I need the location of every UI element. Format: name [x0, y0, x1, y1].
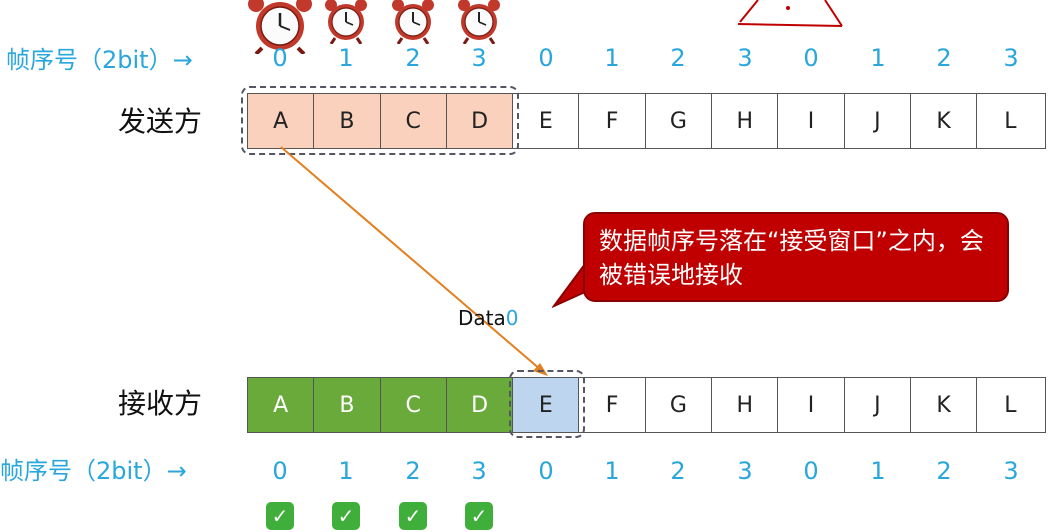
alarm-clock-icon [248, 0, 312, 54]
seq-number: 1 [338, 44, 354, 72]
seq-number: 2 [405, 44, 421, 72]
receiver-frame: G [645, 378, 713, 432]
seq-number: 3 [1003, 457, 1019, 485]
seq-number: 0 [272, 457, 288, 485]
seq-number: 3 [471, 457, 487, 485]
seq-number: 0 [803, 44, 819, 72]
seq-number: 3 [1003, 44, 1019, 72]
seq-number: 1 [870, 44, 886, 72]
alarm-clock-icon [325, 0, 367, 44]
receiver-frame: F [579, 378, 646, 432]
sender-frame: D [446, 94, 514, 148]
check-icon: ✓ [332, 502, 360, 530]
seq-number: 2 [936, 44, 952, 72]
seq-number: 3 [471, 44, 487, 72]
data-label-text: Data [458, 306, 506, 330]
sender-frame: F [579, 94, 646, 148]
sender-label: 发送方 [118, 105, 203, 138]
receiver-frame: L [977, 378, 1044, 432]
receiver-frame: D [446, 378, 514, 432]
callout-box: 数据帧序号落在“接受窗口”之内，会被错误地接收 [583, 212, 1009, 302]
data-seq-number: 0 [505, 306, 519, 330]
sender-frame: L [977, 94, 1044, 148]
partial-sketch-decoration [737, 0, 843, 27]
seq-label-top: 帧序号（2bit）→ [6, 46, 193, 74]
sender-frame: I [778, 94, 845, 148]
sender-frame: H [712, 94, 779, 148]
seq-number: 2 [405, 457, 421, 485]
seq-number: 0 [272, 44, 288, 72]
check-icon: ✓ [465, 502, 493, 530]
sender-frame: A [248, 94, 315, 148]
receiver-label: 接收方 [118, 387, 203, 420]
check-icon: ✓ [399, 502, 427, 530]
seq-number: 1 [338, 457, 354, 485]
sender-frame: J [844, 94, 911, 148]
seq-number: 0 [803, 457, 819, 485]
sender-frame-row: A B C D E F G H I J K L [247, 93, 1046, 149]
receiver-frame: B [314, 378, 381, 432]
seq-number: 1 [604, 457, 620, 485]
sender-frame: C [380, 94, 447, 148]
seq-number: 2 [670, 457, 686, 485]
receiver-frame: H [712, 378, 779, 432]
receiver-frame: A [248, 378, 315, 432]
data-frame-label: Data0 [458, 306, 519, 330]
check-icon: ✓ [266, 502, 294, 530]
receiver-window [509, 370, 585, 438]
seq-number: 3 [737, 44, 753, 72]
alarm-clock-icon [392, 0, 434, 44]
seq-number: 3 [737, 457, 753, 485]
sender-frame: G [645, 94, 713, 148]
receiver-frame: K [910, 378, 978, 432]
seq-label-bottom: 帧序号（2bit）→ [0, 457, 187, 485]
alarm-clock-icon [458, 0, 500, 44]
receiver-frame: J [844, 378, 911, 432]
sender-frame: B [314, 94, 381, 148]
seq-number: 1 [870, 457, 886, 485]
receiver-frame: I [778, 378, 845, 432]
receiver-frame-row: A B C D E F G H I J K L [247, 377, 1046, 433]
receiver-frame: C [380, 378, 447, 432]
seq-number: 1 [604, 44, 620, 72]
sender-window [241, 86, 519, 155]
receiver-frame: E [513, 378, 580, 432]
seq-number: 2 [670, 44, 686, 72]
seq-number: 0 [538, 457, 554, 485]
sender-frame: K [910, 94, 978, 148]
seq-number: 0 [538, 44, 554, 72]
seq-number: 2 [936, 457, 952, 485]
sender-frame: E [513, 94, 580, 148]
